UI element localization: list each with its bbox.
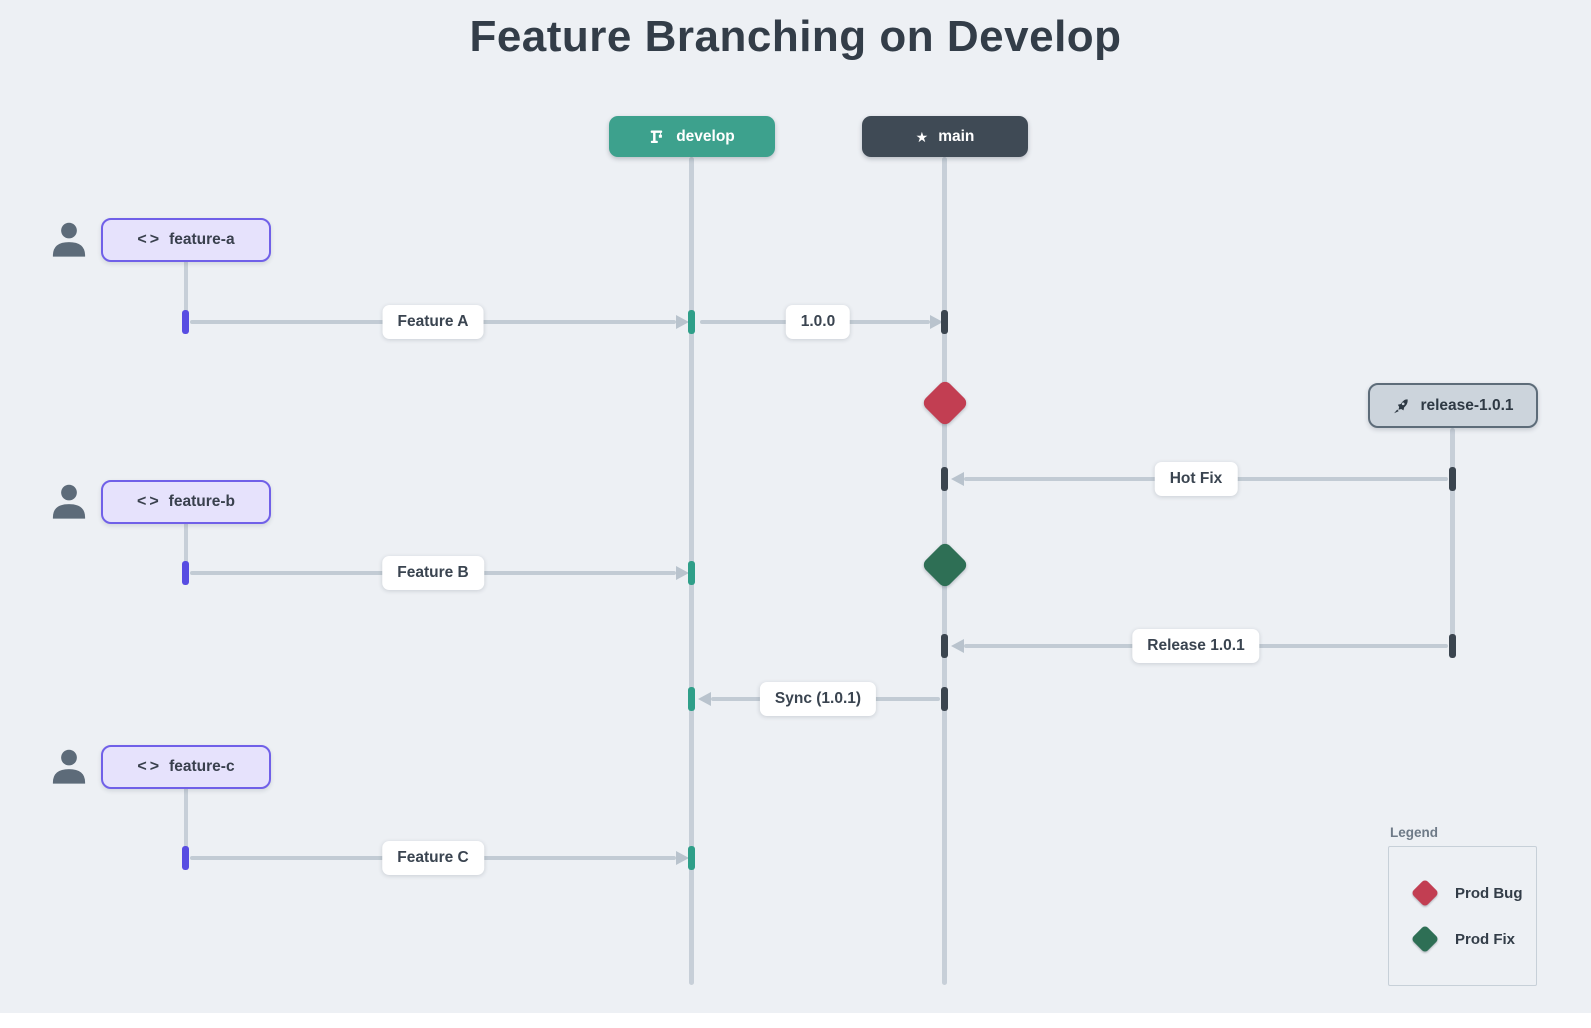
commit-tick-develop	[688, 687, 695, 711]
feature-label: feature-c	[169, 758, 235, 775]
feature-label: feature-b	[168, 493, 235, 510]
legend-item-label: Prod Fix	[1455, 930, 1516, 948]
commit-tick-feature-a	[182, 310, 189, 334]
branch-badge-main: ★ main	[862, 116, 1028, 157]
feature-c-stub	[184, 788, 188, 848]
feature-badge-b: <> feature-b	[101, 480, 271, 524]
arrow-label-feature-a: Feature A	[382, 305, 484, 339]
branch-label: develop	[676, 127, 735, 145]
commit-tick-feature-c	[182, 846, 189, 870]
arrowhead-right-icon	[930, 315, 943, 329]
arrow-label-sync: Sync (1.0.1)	[759, 682, 877, 716]
arrowhead-left-icon	[951, 472, 964, 486]
prod-bug-marker	[920, 378, 970, 428]
commit-tick-release	[1449, 634, 1456, 658]
arrow-label-hotfix: Hot Fix	[1154, 462, 1238, 496]
crane-icon	[649, 128, 666, 145]
commit-tick-develop	[688, 310, 695, 334]
person-icon	[46, 743, 92, 789]
commit-tick-develop	[688, 561, 695, 585]
legend-item-prod-bug: Prod Bug	[1410, 878, 1536, 908]
person-icon	[46, 216, 92, 262]
legend-item-prod-fix: Prod Fix	[1410, 924, 1536, 954]
commit-tick-feature-b	[182, 561, 189, 585]
branch-badge-develop: develop	[609, 116, 775, 157]
arrow-label-feature-b: Feature B	[382, 556, 484, 590]
code-icon: <>	[137, 758, 163, 775]
branch-badge-release: release-1.0.1	[1368, 383, 1538, 428]
commit-tick-main	[941, 634, 948, 658]
prod-fix-diamond-icon	[1410, 924, 1440, 954]
arrow-label-release: Release 1.0.1	[1132, 629, 1260, 663]
page-bottom-strip	[0, 1013, 1591, 1028]
legend: Prod Bug Prod Fix	[1388, 846, 1537, 986]
rocket-icon	[1392, 397, 1410, 415]
legend-title: Legend	[1390, 825, 1439, 840]
arrow-label-100: 1.0.0	[785, 305, 851, 339]
feature-badge-a: <> feature-a	[101, 218, 271, 262]
commit-tick-main	[941, 687, 948, 711]
feature-badge-c: <> feature-c	[101, 745, 271, 789]
prod-bug-diamond-icon	[1410, 878, 1440, 908]
arrowhead-right-icon	[676, 851, 689, 865]
commit-tick-main	[941, 310, 948, 334]
legend-item-label: Prod Bug	[1455, 884, 1523, 902]
star-icon: ★	[915, 128, 929, 145]
code-icon: <>	[137, 231, 163, 248]
branch-label: main	[938, 127, 975, 145]
person-icon	[46, 478, 92, 524]
arrow-label-feature-c: Feature C	[382, 841, 484, 875]
feature-b-stub	[184, 523, 188, 563]
feature-label: feature-a	[169, 231, 235, 248]
arrowhead-right-icon	[676, 566, 689, 580]
prod-fix-marker	[920, 540, 970, 590]
arrowhead-left-icon	[698, 692, 711, 706]
commit-tick-release	[1449, 467, 1456, 491]
code-icon: <>	[136, 493, 162, 510]
feature-a-stub	[184, 262, 188, 312]
commit-tick-develop	[688, 846, 695, 870]
release-lifeline	[1450, 428, 1455, 658]
arrowhead-left-icon	[951, 639, 964, 653]
branch-label: release-1.0.1	[1420, 396, 1514, 414]
page-title: Feature Branching on Develop	[469, 12, 1122, 61]
arrowhead-right-icon	[676, 315, 689, 329]
commit-tick-main	[941, 467, 948, 491]
